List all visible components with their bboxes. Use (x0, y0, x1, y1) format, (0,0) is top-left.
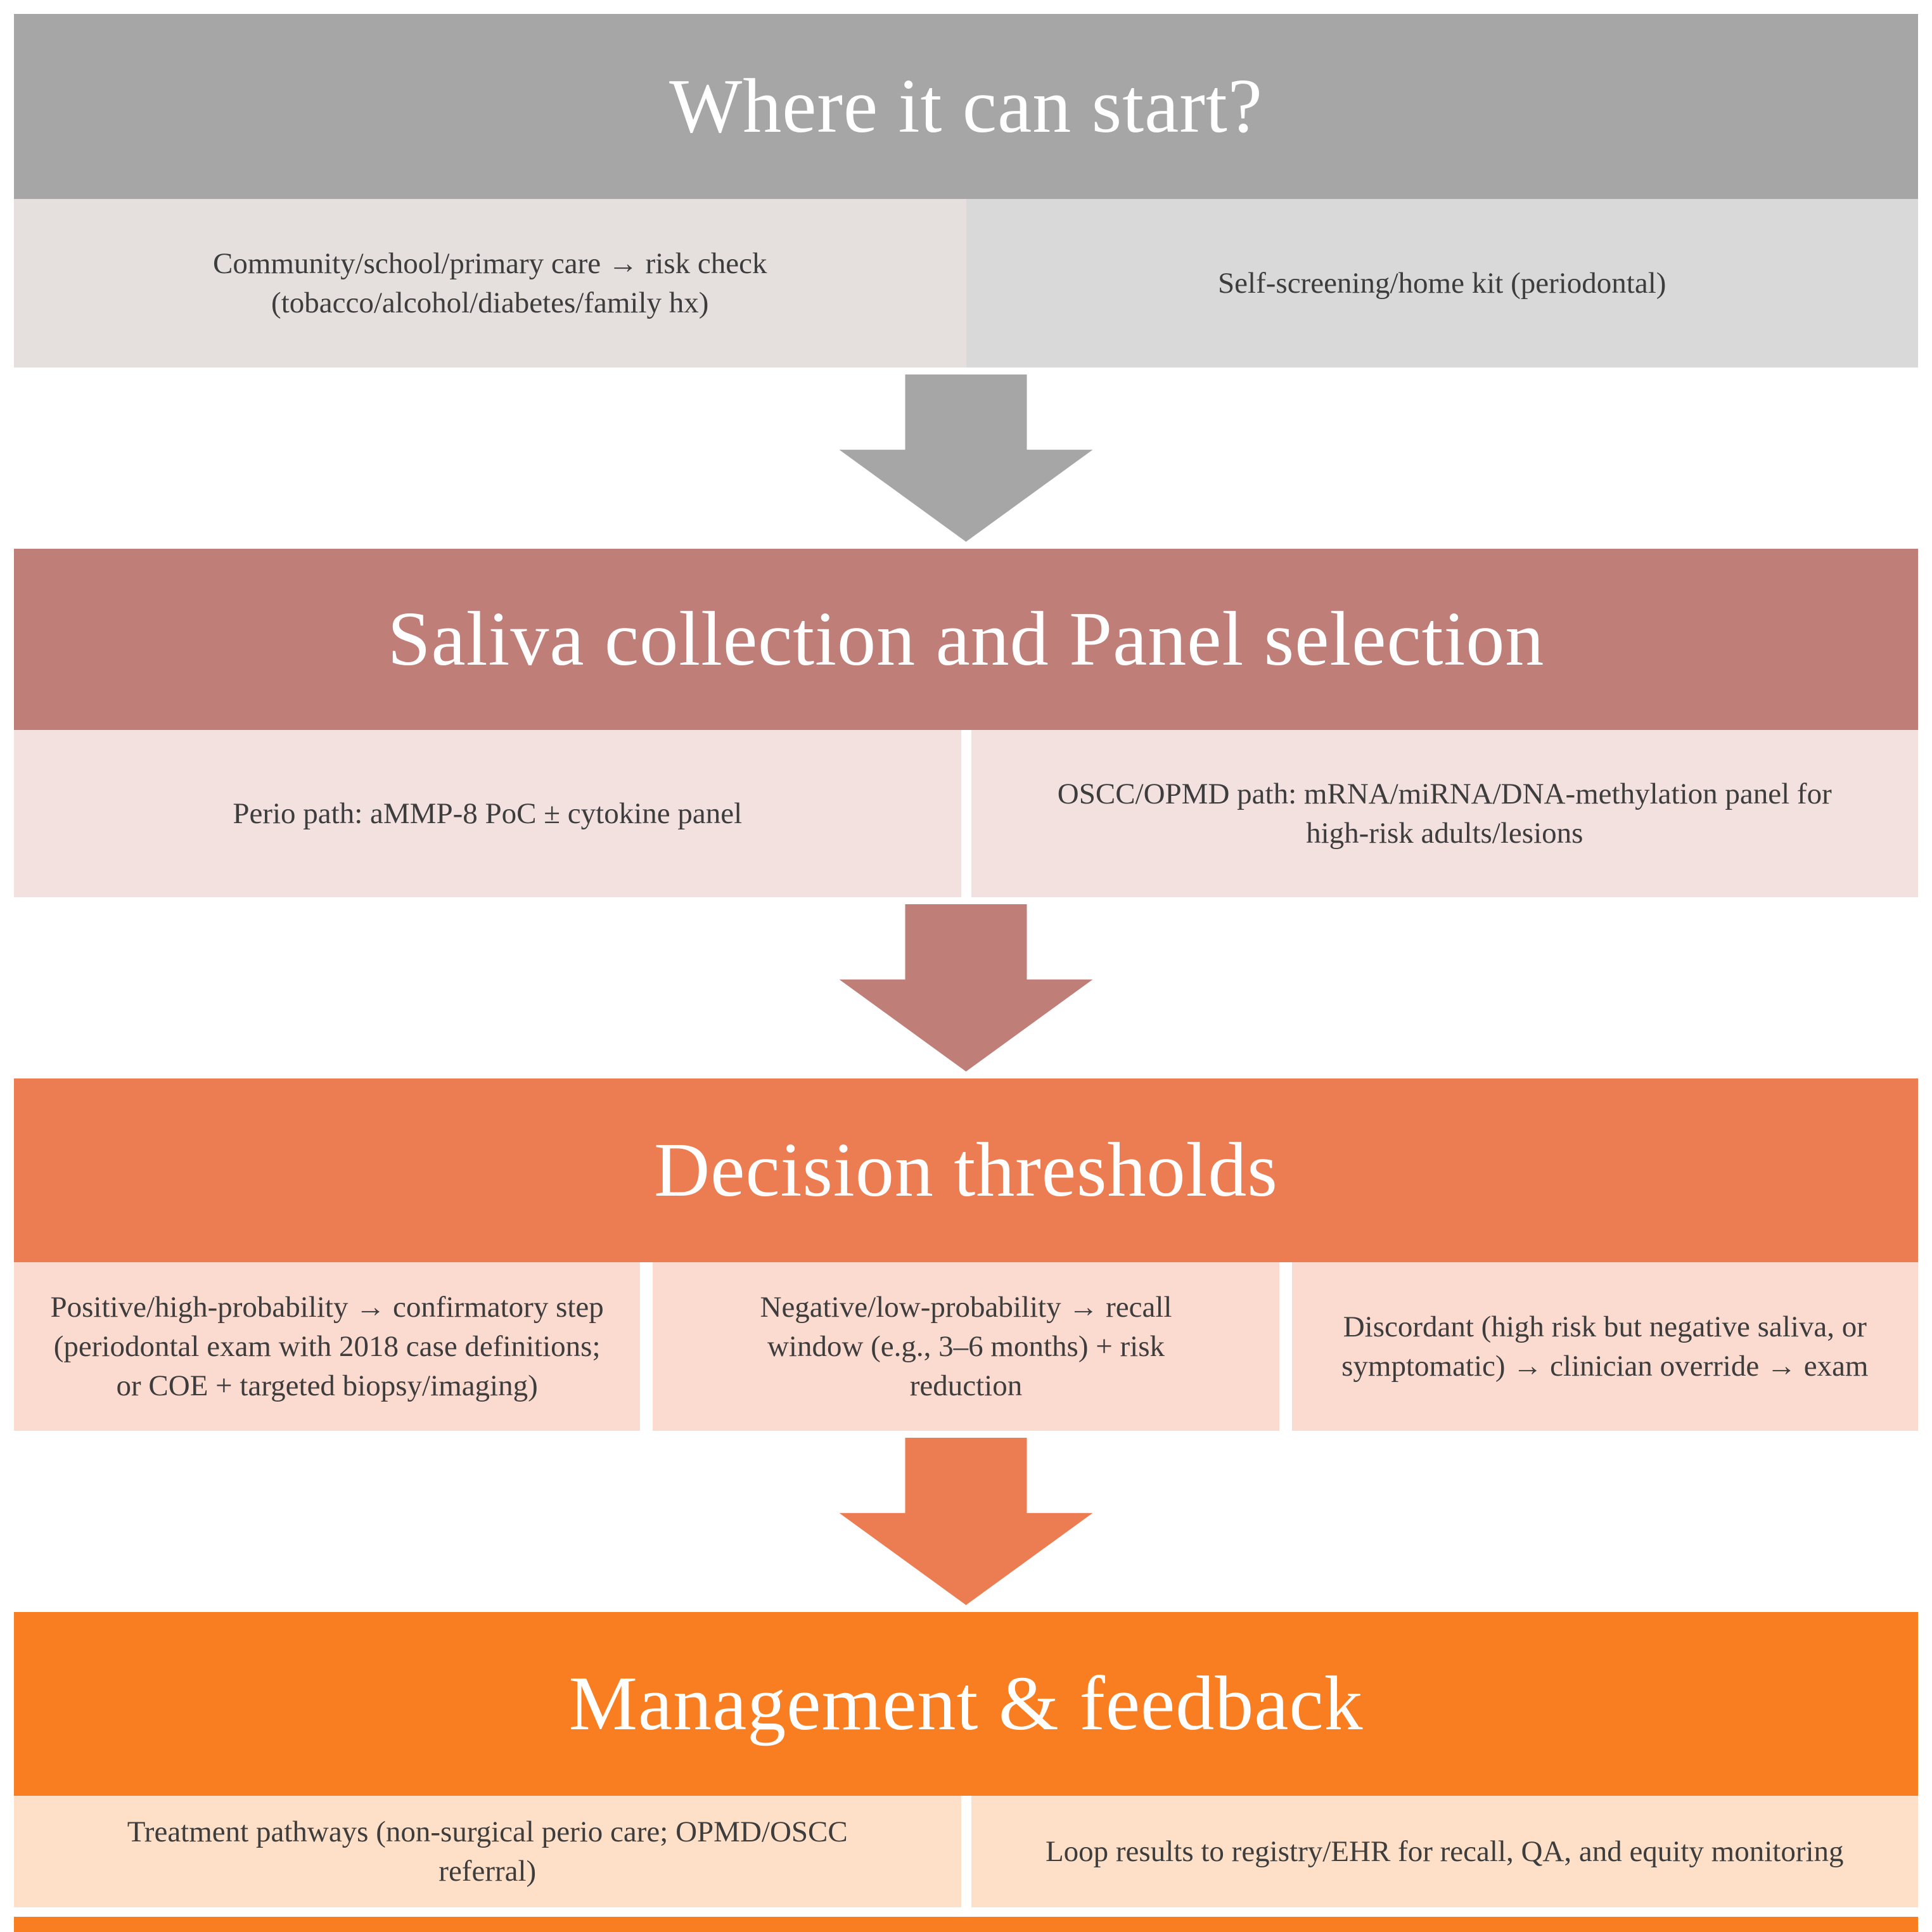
stage1-box-self-screening-text: Self-screening/home kit (periodontal) (1218, 266, 1667, 300)
stage2-box-oscc-opmd-path-text: OSCC/OPMD path: mRNA/miRNA/DNA-methylati… (1057, 777, 1832, 850)
stage3-box-positive: Positive/high-probability → confirmatory… (14, 1262, 641, 1431)
stage1-box-row: Community/school/primary care → risk che… (14, 199, 1918, 368)
bottom-strip (14, 1917, 1918, 1932)
stage-where-it-can-start: Where it can start? Community/school/pri… (14, 14, 1918, 368)
stage-saliva-collection: Saliva collection and Panel selection Pe… (14, 549, 1918, 897)
stage1-title: Where it can start? (669, 63, 1263, 149)
stage1-header-band: Where it can start? (14, 14, 1918, 199)
stage-decision-thresholds: Decision thresholds Positive/high-probab… (14, 1078, 1918, 1431)
stage3-box-row: Positive/high-probability → confirmatory… (14, 1262, 1918, 1431)
stage3-box-negative: Negative/low-probability → recall window… (653, 1262, 1279, 1431)
stage3-box-discordant: Discordant (high risk but negative saliv… (1291, 1262, 1918, 1431)
stage2-box-perio-path-text: Perio path: aMMP-8 PoC ± cytokine panel (233, 796, 743, 830)
stage4-box-treatment-pathways-text: Treatment pathways (non-surgical perio c… (127, 1815, 848, 1888)
arrow-zone-1 (14, 368, 1918, 549)
stage4-box-row: Treatment pathways (non-surgical perio c… (14, 1796, 1918, 1907)
stage3-header-band: Decision thresholds (14, 1078, 1918, 1262)
down-arrow-icon (839, 1438, 1093, 1605)
stage2-box-oscc-opmd-path: OSCC/OPMD path: mRNA/miRNA/DNA-methylati… (971, 730, 1918, 897)
arrow-zone-2 (14, 897, 1918, 1078)
stage1-box-community-text: Community/school/primary care → risk che… (212, 246, 767, 319)
stage4-header-band: Management & feedback (14, 1612, 1918, 1796)
stage4-title: Management & feedback (568, 1661, 1364, 1746)
down-arrow-icon (839, 374, 1093, 542)
stage3-box-negative-text: Negative/low-probability → recall window… (760, 1290, 1172, 1403)
stage3-box-discordant-text: Discordant (high risk but negative saliv… (1341, 1310, 1869, 1383)
stage-management-feedback: Management & feedback Treatment pathways… (14, 1612, 1918, 1907)
stage4-box-registry-loop: Loop results to registry/EHR for recall,… (971, 1796, 1918, 1907)
stage2-title: Saliva collection and Panel selection (387, 596, 1545, 682)
stage4-box-treatment-pathways: Treatment pathways (non-surgical perio c… (14, 1796, 961, 1907)
stage2-box-row: Perio path: aMMP-8 PoC ± cytokine panel … (14, 730, 1918, 897)
stage1-box-community-risk-check: Community/school/primary care → risk che… (14, 199, 966, 368)
stage2-box-perio-path: Perio path: aMMP-8 PoC ± cytokine panel (14, 730, 961, 897)
stage1-box-self-screening: Self-screening/home kit (periodontal) (966, 199, 1918, 368)
stage3-title: Decision thresholds (654, 1127, 1278, 1213)
arrow-zone-3 (14, 1431, 1918, 1612)
stage2-header-band: Saliva collection and Panel selection (14, 549, 1918, 730)
down-arrow-icon (839, 904, 1093, 1072)
stage3-box-positive-text: Positive/high-probability → confirmatory… (50, 1290, 604, 1403)
flowchart-content: Where it can start? Community/school/pri… (14, 14, 1918, 1907)
stage4-box-registry-loop-text: Loop results to registry/EHR for recall,… (1045, 1834, 1844, 1868)
